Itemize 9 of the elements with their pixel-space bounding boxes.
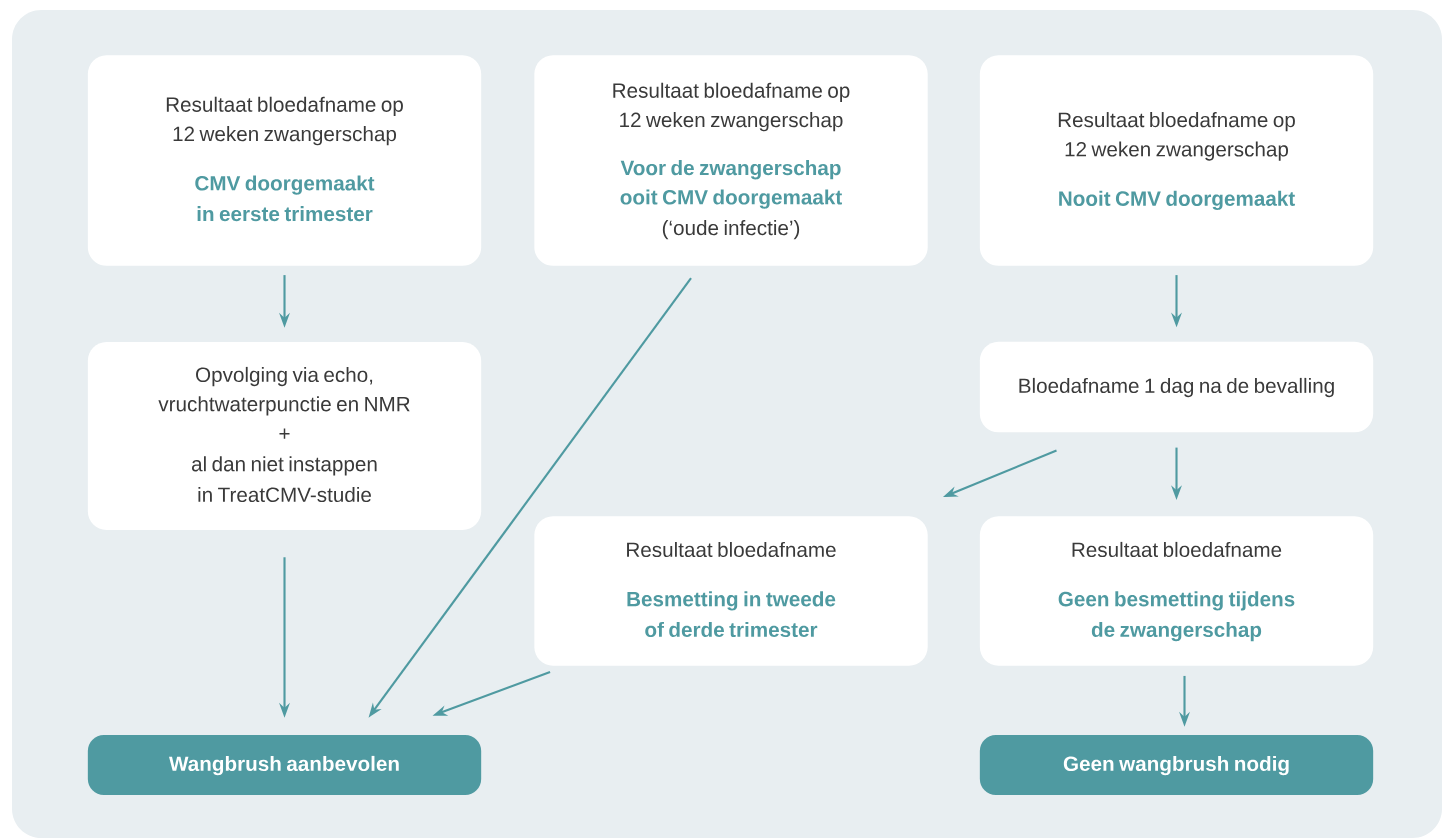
outcome-box: Geen wangbrush nodig [979, 735, 1374, 795]
process-box: Resultaat bloedafname Besmetting in tweede of derde trimester [534, 516, 928, 666]
process-box: Resultaat bloedafname Geen besmetting tijdens de zwangerschap [979, 516, 1374, 666]
outcome-box: Wangbrush aanbevolen [87, 735, 482, 795]
process-box: Resultaat bloedafname op 12 weken zwangerschap Voor de zwangerschap ooit CMV doorgemaakt (‘oude infectie’) [534, 55, 928, 266]
process-box: Resultaat bloedafname op 12 weken zwangerschap Nooit CMV doorgemaakt [979, 55, 1374, 266]
process-box: Opvolging via echo, vruchtwaterpunctie en NMR + al dan niet instappen in TreatCMV-studie [87, 342, 482, 530]
process-box: Bloedafname 1 dag na de bevalling [979, 341, 1374, 433]
process-box: Resultaat bloedafname op 12 weken zwangerschap CMV doorgemaakt in eerste trimester [87, 55, 482, 266]
